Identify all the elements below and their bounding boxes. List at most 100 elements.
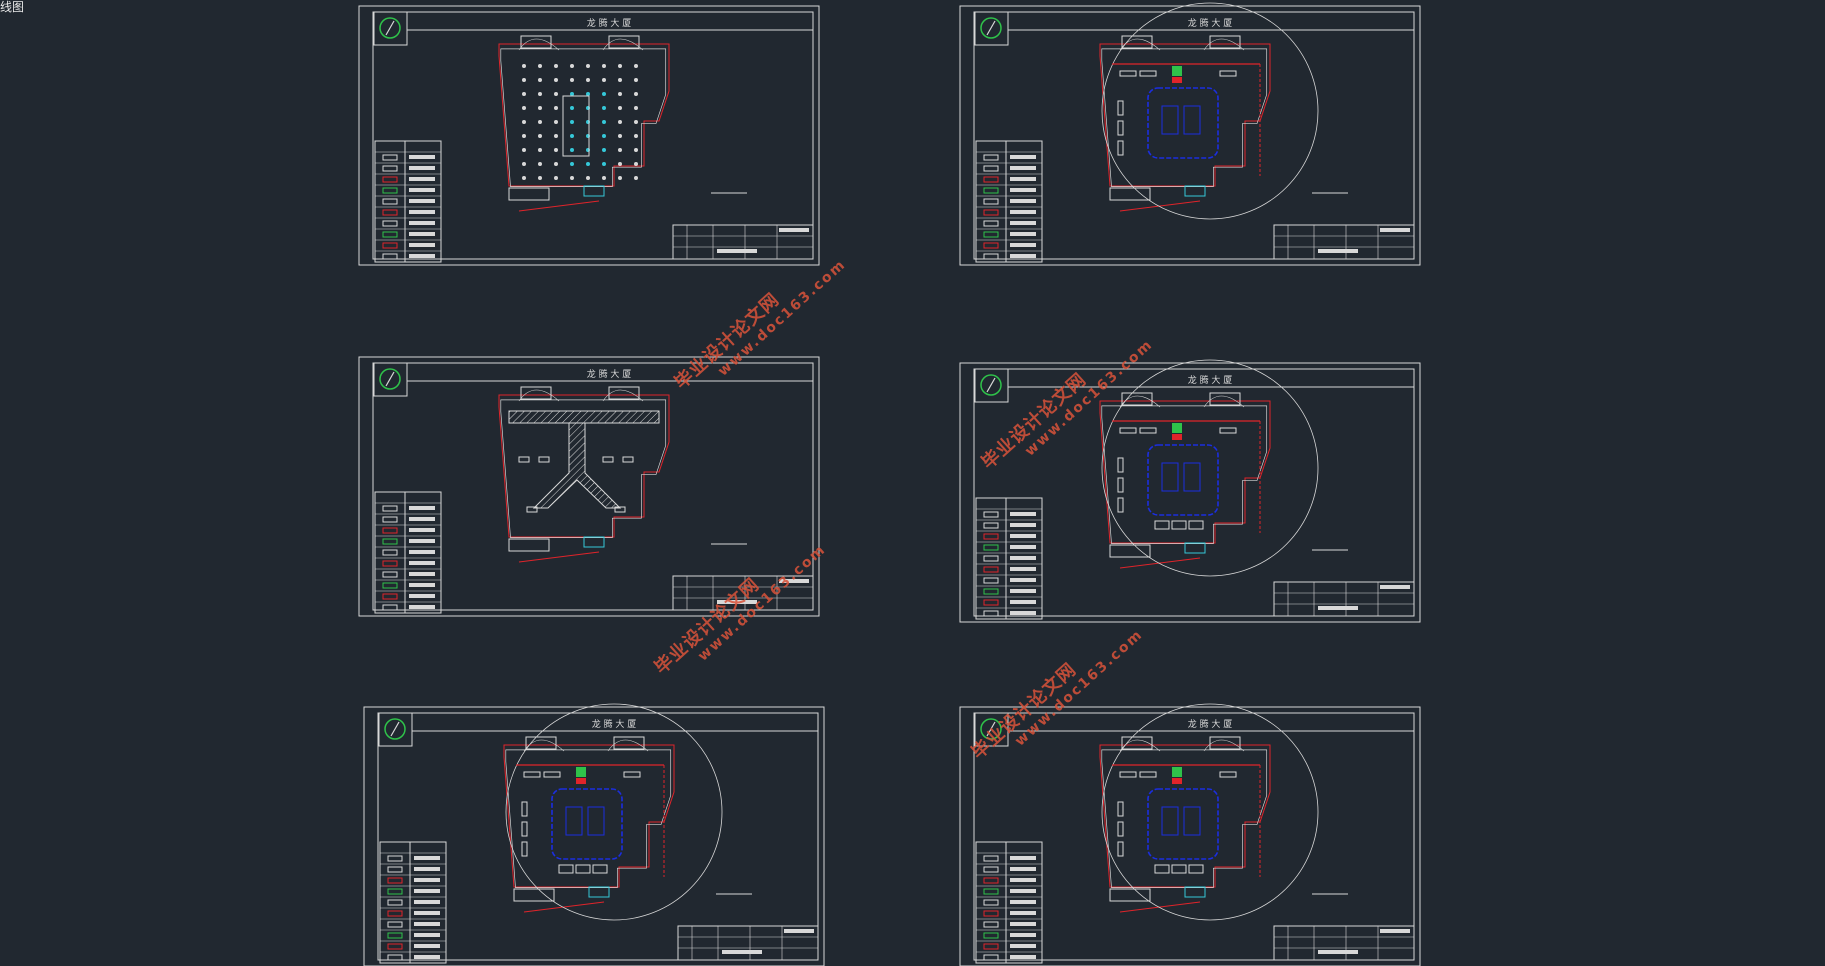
- building-outline-red: [498, 43, 670, 187]
- legend-symbol: [983, 544, 999, 551]
- entrance-cyan: [583, 536, 605, 548]
- boundary-red: [518, 200, 600, 212]
- roof-vent: [614, 506, 626, 513]
- drawing-sheet[interactable]: 龙 腾 大 厦: [959, 2, 1421, 266]
- drawing-sheet[interactable]: 龙 腾 大 厦: [363, 703, 825, 966]
- drawing-sheet[interactable]: 龙 腾 大 厦: [358, 5, 820, 266]
- equipment-box: [1154, 864, 1170, 874]
- light-fixture-icon: [586, 92, 590, 96]
- north-arrow-box: [974, 712, 1009, 747]
- equipment-box: [1219, 70, 1237, 77]
- light-fixture-icon: [618, 176, 622, 180]
- legend-text-bar: [414, 933, 440, 937]
- light-fixture-icon: [538, 78, 542, 82]
- legend-text-bar: [1010, 955, 1036, 959]
- legend-symbol: [983, 220, 999, 227]
- entrance-cyan: [583, 185, 605, 197]
- light-fixture-icon: [634, 134, 638, 138]
- sheet-outer-border: [363, 706, 825, 966]
- legend-text-bar: [1010, 567, 1036, 571]
- legend-symbol: [983, 566, 999, 573]
- legend-symbol: [983, 588, 999, 595]
- entrance-cyan: [1184, 542, 1206, 554]
- legend-symbol: [382, 516, 398, 523]
- north-arrow-icon: [980, 17, 1002, 39]
- roof-vent: [622, 456, 634, 463]
- sheet-heading: 龙 腾 大 厦: [587, 17, 632, 29]
- equipment-box: [1119, 70, 1137, 77]
- north-arrow-needle: [385, 371, 395, 387]
- legend-symbol: [387, 888, 403, 895]
- sheet-outer-border: [959, 5, 1421, 266]
- sheet-outer-border: [959, 362, 1421, 623]
- legend-text-bar: [1010, 578, 1036, 582]
- north-arrow-needle: [986, 721, 996, 737]
- light-fixture-icon: [634, 120, 638, 124]
- title-block: [677, 925, 819, 961]
- legend-symbol: [387, 954, 403, 961]
- parking-block: [1121, 392, 1153, 406]
- legend-text-bar: [1010, 856, 1036, 860]
- light-fixture-icon: [634, 64, 638, 68]
- legend-symbol: [382, 549, 398, 556]
- light-fixture-icon: [554, 148, 558, 152]
- legend-table: [975, 841, 1043, 964]
- legend-symbol: [382, 560, 398, 567]
- light-fixture-icon: [570, 134, 574, 138]
- drawing-sheet[interactable]: 龙 腾 大 厦: [959, 703, 1421, 966]
- legend-symbol: [382, 220, 398, 227]
- grounding-ring-blue: [1147, 87, 1219, 159]
- light-fixture-icon: [522, 162, 526, 166]
- light-fixture-icon: [538, 120, 542, 124]
- legend-symbol: [983, 176, 999, 183]
- title-block-text: [717, 249, 757, 253]
- boundary-red: [1119, 901, 1201, 913]
- equipment-box: [1117, 821, 1124, 837]
- legend-text-bar: [1010, 177, 1036, 181]
- drawing-sheet[interactable]: 龙 腾 大 厦: [358, 356, 820, 617]
- light-fixture-icon: [522, 120, 526, 124]
- light-fixture-icon: [602, 134, 606, 138]
- parking-block: [608, 386, 640, 400]
- core-blue: [587, 806, 605, 836]
- light-fixture-icon: [554, 106, 558, 110]
- building-outline-red: [503, 744, 675, 888]
- legend-text-bar: [1010, 232, 1036, 236]
- parking-block: [1209, 736, 1241, 750]
- light-fixture-icon: [634, 162, 638, 166]
- light-fixture-icon: [570, 162, 574, 166]
- sheet-inner-border: [973, 368, 1415, 617]
- light-fixture-icon: [570, 92, 574, 96]
- building-outline-red: [1099, 400, 1271, 544]
- equipment-box: [1139, 427, 1157, 434]
- title-block-text: [717, 600, 757, 604]
- north-arrow-box: [378, 712, 413, 747]
- legend-symbol: [983, 932, 999, 939]
- equipment-box: [1139, 70, 1157, 77]
- light-fixture-icon: [618, 106, 622, 110]
- legend-symbol: [983, 954, 999, 961]
- legend-text-bar: [1010, 922, 1036, 926]
- legend-text-bar: [409, 550, 435, 554]
- light-fixture-icon: [538, 162, 542, 166]
- light-fixture-icon: [554, 162, 558, 166]
- entrance-cyan: [1184, 185, 1206, 197]
- parking-block: [520, 386, 552, 400]
- light-fixture-icon: [634, 106, 638, 110]
- light-fixture-icon: [522, 106, 526, 110]
- parking-block: [520, 35, 552, 49]
- light-fixture-icon: [570, 64, 574, 68]
- green-marker-icon: [576, 767, 586, 777]
- legend-symbol: [382, 593, 398, 600]
- equipment-box: [1154, 520, 1170, 530]
- legend-text-bar: [1010, 534, 1036, 538]
- legend-symbol: [983, 943, 999, 950]
- drawing-sheet[interactable]: 龙 腾 大 厦: [959, 359, 1421, 623]
- legend-text-bar: [409, 539, 435, 543]
- green-marker-icon: [1172, 423, 1182, 433]
- core-blue: [1161, 462, 1179, 492]
- north-arrow-icon: [379, 17, 401, 39]
- legend-symbol: [382, 527, 398, 534]
- title-block: [672, 575, 814, 611]
